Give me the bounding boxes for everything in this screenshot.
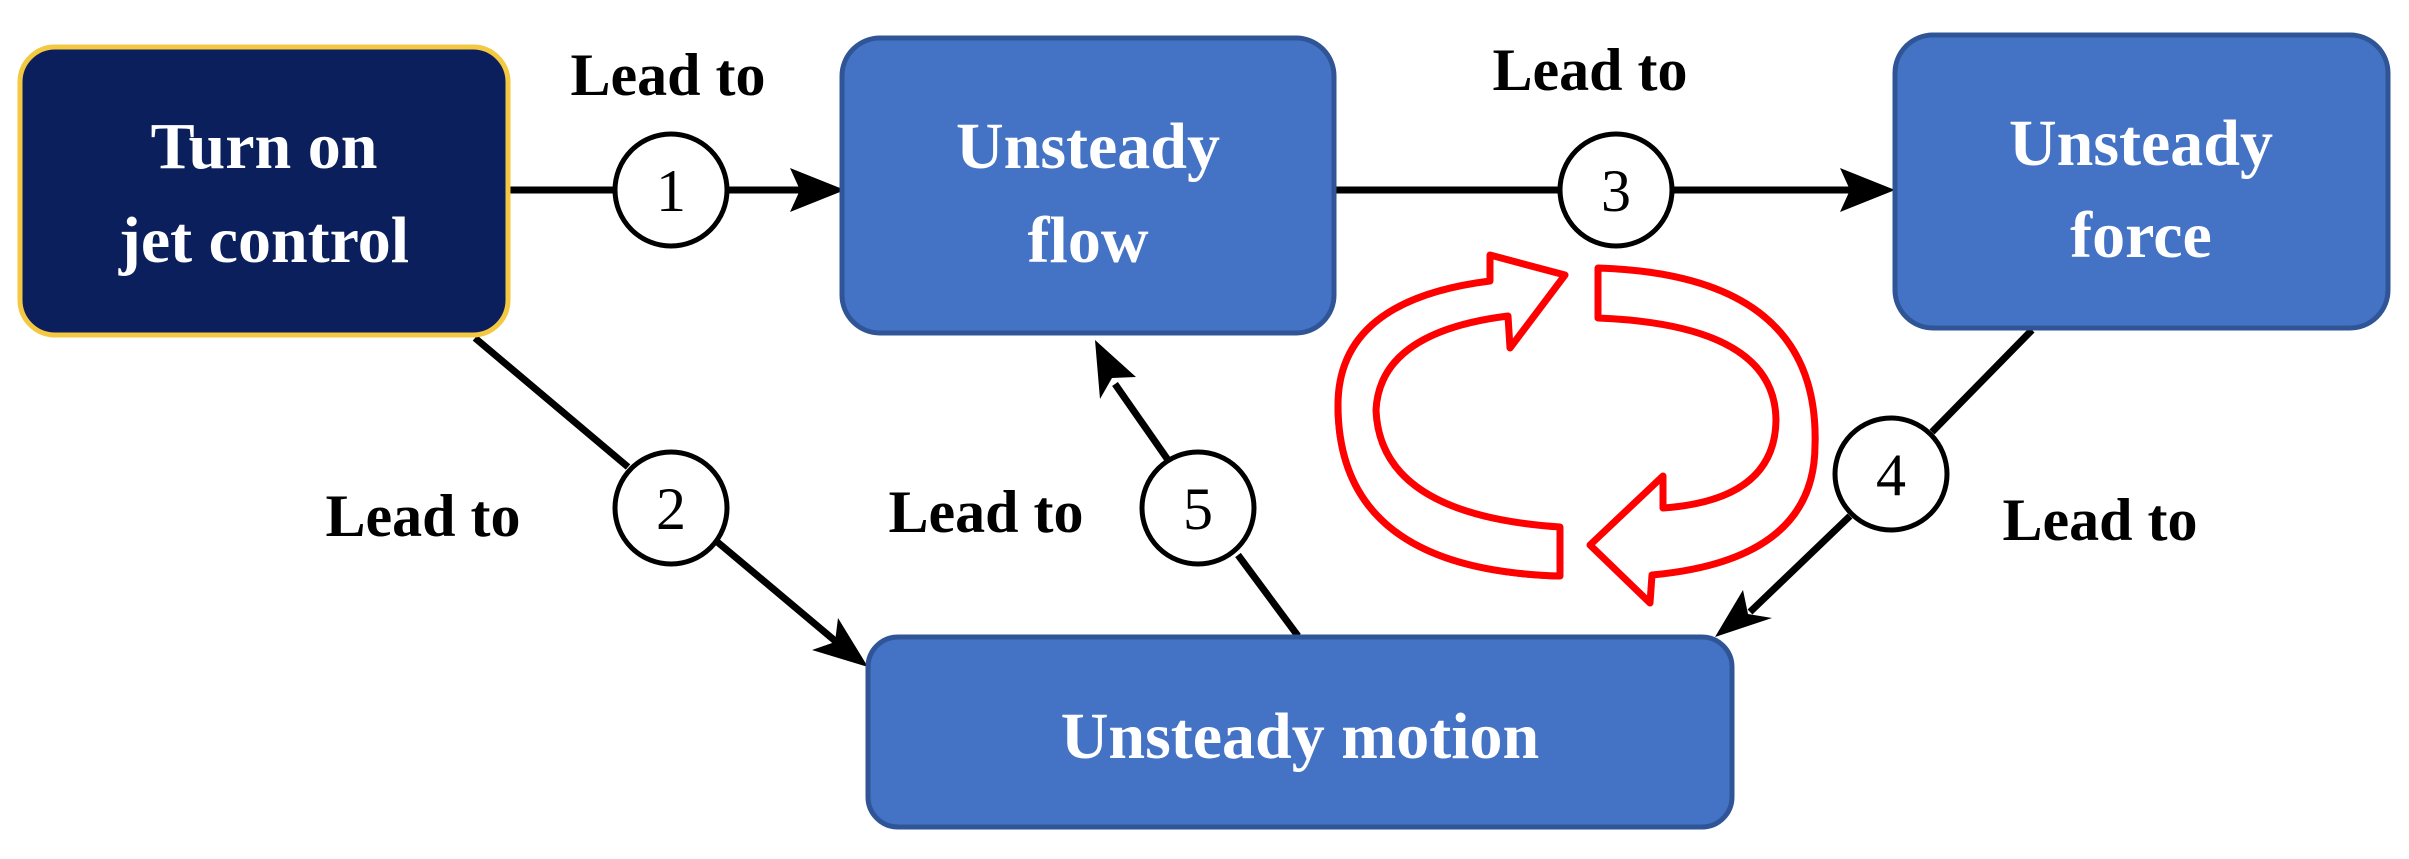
edge-4-label: Lead to: [2003, 487, 2198, 553]
step-number-3: 3: [1601, 158, 1631, 224]
edge-2-arrowhead: [812, 618, 868, 667]
edge-2-label: Lead to: [326, 483, 521, 549]
node-unsteady-flow-line-2: flow: [1028, 204, 1149, 277]
edge-4-line-a: [1929, 327, 2035, 435]
edge-1-arrowhead: [790, 168, 845, 212]
edge-5-line-a: [1235, 552, 1301, 639]
edge-labels: Lead to Lead to Lead to Lead to Lead to: [326, 37, 2198, 553]
step-circles: 1 2 3 4 5: [612, 131, 1950, 567]
node-jet-control: Turn on jet control: [17, 44, 511, 338]
node-unsteady-force-line-2: force: [2070, 199, 2212, 272]
node-jet-control-box: [17, 44, 511, 338]
node-jet-control-line-1: Turn on: [151, 110, 378, 183]
node-unsteady-motion-box: [865, 634, 1735, 830]
node-unsteady-force: Unsteady force: [1892, 32, 2391, 331]
node-unsteady-motion: Unsteady motion: [865, 634, 1735, 830]
node-jet-control-line-2: jet control: [118, 204, 409, 277]
step-circle-3: 3: [1557, 131, 1675, 249]
cycle-arrow-right: [1586, 264, 1819, 607]
step-circle-5: 5: [1139, 449, 1257, 567]
node-unsteady-flow-box: [839, 35, 1337, 336]
step-number-5: 5: [1183, 476, 1213, 542]
step-circle-4: 4: [1832, 415, 1950, 533]
node-unsteady-force-box: [1892, 32, 2391, 331]
step-number-2: 2: [656, 476, 686, 542]
edge-2-line-b: [712, 537, 843, 648]
step-number-4: 4: [1876, 442, 1906, 508]
step-number-1: 1: [656, 158, 686, 224]
edge-1-label: Lead to: [571, 42, 766, 108]
cycle-arrow-left: [1334, 251, 1569, 580]
step-circle-2: 2: [612, 449, 730, 567]
edge-5-line-b: [1112, 381, 1171, 463]
connectors: [472, 168, 2035, 667]
node-unsteady-motion-line-1: Unsteady motion: [1061, 700, 1540, 773]
edge-3-label: Lead to: [1493, 37, 1688, 103]
edge-5-label: Lead to: [889, 479, 1084, 545]
edge-5-arrowhead: [1095, 340, 1136, 399]
edge-4-line-b: [1747, 513, 1853, 615]
edge-3-arrowhead: [1840, 168, 1895, 212]
circular-feedback-arrows-icon: [1334, 251, 1819, 607]
node-unsteady-flow: Unsteady flow: [839, 35, 1337, 336]
step-circle-1: 1: [612, 131, 730, 249]
node-unsteady-flow-line-1: Unsteady: [956, 110, 1220, 183]
edge-2-line-a: [472, 335, 631, 470]
node-unsteady-force-line-1: Unsteady: [2009, 107, 2273, 180]
edge-4-arrowhead: [1715, 590, 1772, 637]
